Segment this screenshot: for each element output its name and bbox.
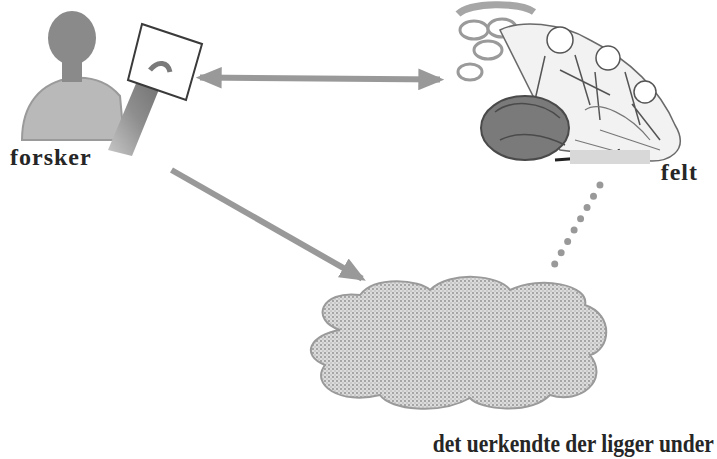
arrow-connector (200, 78, 440, 80)
thought-bubble (458, 64, 482, 80)
researcher-hand (150, 63, 170, 72)
person-head (547, 27, 573, 53)
sketch-lines (495, 104, 565, 145)
cloud-shape (311, 277, 606, 409)
dotted-link (548, 185, 600, 275)
paper-sheet (128, 24, 202, 100)
researcher-node: forsker (10, 5, 200, 170)
node-label: forsker (10, 145, 92, 170)
node-label: det uerkendte der ligger under (433, 431, 714, 457)
seated-person (481, 96, 569, 160)
researcher-body (22, 78, 124, 140)
thought-arc (458, 5, 534, 14)
researcher-head (48, 11, 96, 65)
field-sketch (458, 5, 680, 164)
person-head (596, 46, 620, 70)
researcher-silhouette (22, 11, 202, 156)
arrow-connector (172, 170, 363, 279)
person-head (634, 81, 656, 103)
node-label: felt (661, 160, 698, 185)
unknown-node: det uerkendte der ligger under (300, 275, 714, 457)
floor-shadow (570, 150, 650, 164)
field-node: felt (440, 0, 698, 185)
thought-bubble (474, 41, 502, 59)
thought-bubble (460, 21, 488, 39)
